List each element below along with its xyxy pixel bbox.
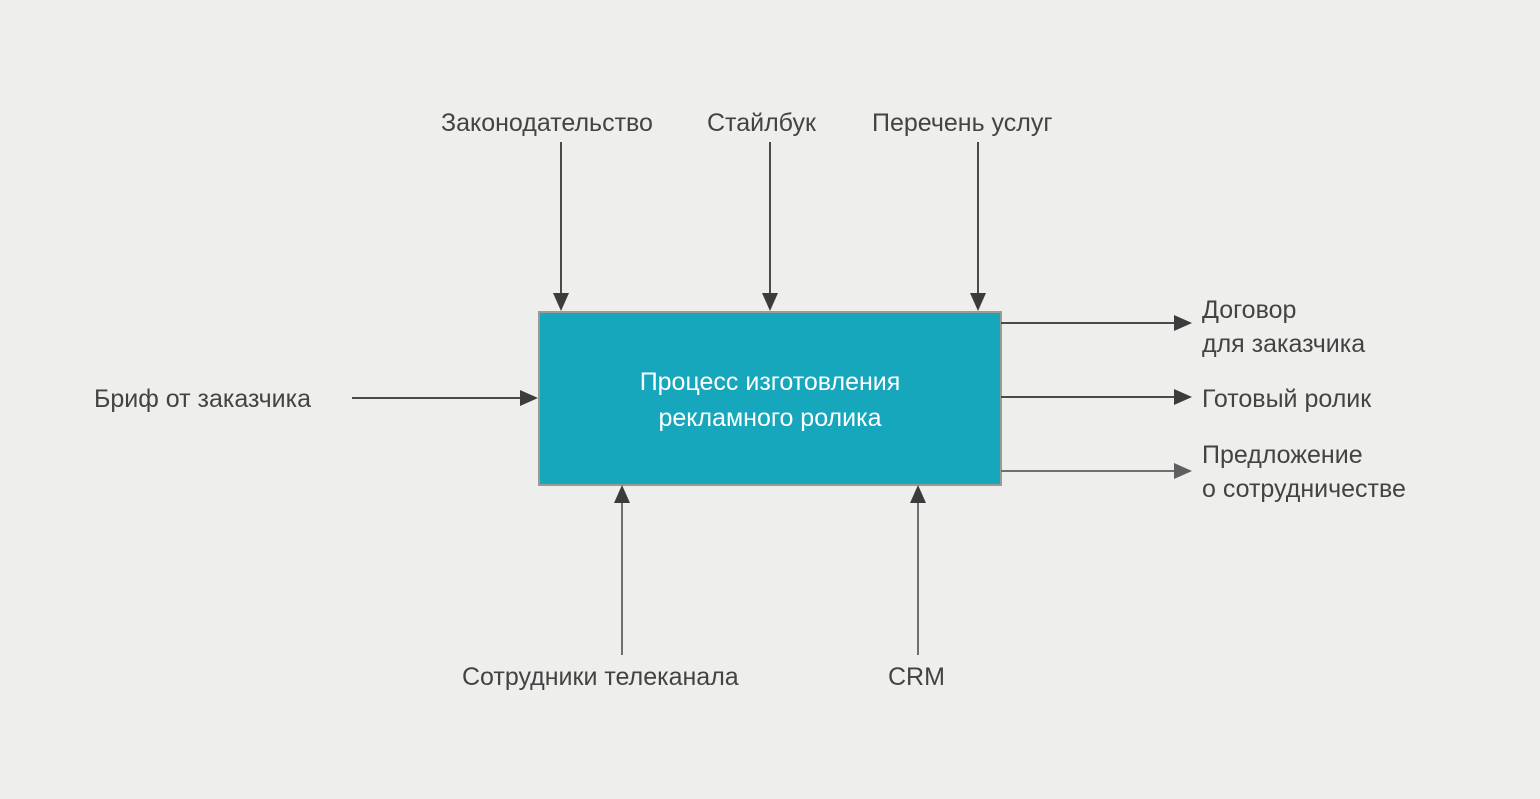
output-label-1-line2: для заказчика: [1202, 330, 1365, 358]
output-label-3-line2: о сотрудничестве: [1202, 475, 1406, 503]
output-arrow-1: [1001, 315, 1192, 331]
output-label-1-line1: Договор: [1202, 296, 1296, 324]
control-label-2: Стайлбук: [707, 109, 817, 137]
mechanism-label-1: Сотрудники телеканала: [462, 663, 739, 691]
process-title-line1: Процесс изготовления: [640, 368, 901, 396]
mechanism-arrow-2: [910, 485, 926, 655]
control-arrow-2: [762, 142, 778, 311]
output-arrow-3: [1001, 463, 1192, 479]
control-arrow-3: [970, 142, 986, 311]
mechanism-label-2: CRM: [888, 663, 945, 691]
input-arrow-1: [352, 390, 538, 406]
input-label-1: Бриф от заказчика: [94, 385, 311, 413]
control-label-3: Перечень услуг: [872, 109, 1052, 137]
output-label-2-line1: Готовый ролик: [1202, 385, 1372, 413]
output-arrow-2: [1001, 389, 1192, 405]
process-box: [538, 311, 1002, 486]
control-label-1: Законодательство: [441, 109, 653, 137]
control-arrow-1: [553, 142, 569, 311]
mechanism-arrow-1: [614, 485, 630, 655]
output-label-3-line1: Предложение: [1202, 441, 1363, 469]
process-title-line2: рекламного ролика: [658, 404, 881, 432]
